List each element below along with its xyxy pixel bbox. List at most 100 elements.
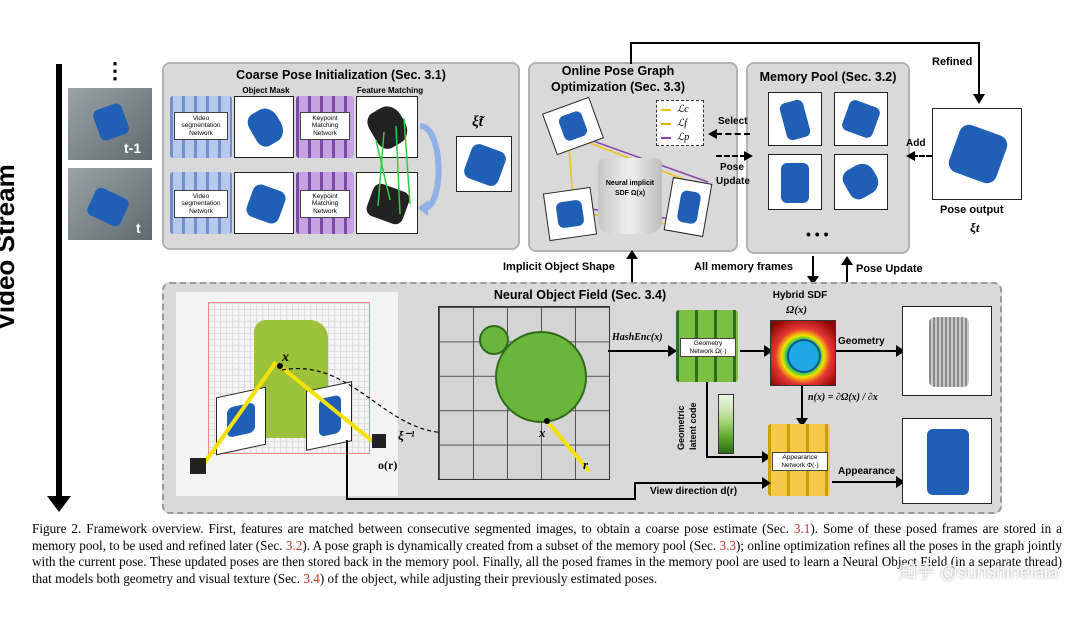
sdf-blob <box>495 331 587 423</box>
hash-grid: x r <box>438 306 610 480</box>
pose-object <box>839 159 883 203</box>
legend-swatch <box>661 109 671 111</box>
legend-row-f: ℒf <box>661 118 701 130</box>
video-frame-t: t <box>68 168 152 240</box>
caption-ref[interactable]: 3.2 <box>285 537 303 553</box>
neural-sdf-label-1: Neural implicit <box>605 180 655 187</box>
keypoint-network-label: Keypoint Matching Network <box>300 190 350 218</box>
appearance-network-label-2: Network Φ(·) <box>772 461 828 471</box>
view-direction-line-up <box>634 482 636 500</box>
select-label: Select <box>718 116 748 127</box>
view-direction-line-h2 <box>634 482 764 484</box>
xi-inverse-label: ξ⁻¹ <box>398 428 415 443</box>
video-stream-arrowhead <box>47 496 71 512</box>
caption-text: Figure 2. Framework overview. First, fea… <box>32 521 794 536</box>
appearance-render <box>902 418 992 504</box>
seg-network-label: Video segmentation Network <box>174 112 228 140</box>
legend-row-c: ℒc <box>661 104 701 116</box>
all-frames-arrow <box>812 256 814 278</box>
pose-update-up-arrow <box>846 262 848 282</box>
pose-output-frame <box>932 108 1022 200</box>
all-frames-arrowhead <box>807 276 819 285</box>
feature-matching-label: Feature Matching <box>356 86 424 95</box>
view-direction-line-down <box>346 440 348 500</box>
object-mask-label: Object Mask <box>242 86 290 95</box>
pose-object <box>781 163 809 203</box>
add-arrowhead <box>906 151 915 161</box>
legend-swatch <box>661 137 671 139</box>
figure-caption: Figure 2. Framework overview. First, fea… <box>32 521 1062 587</box>
video-frame-t-minus-1: t-1 <box>68 88 152 160</box>
graph-node-left <box>542 186 598 242</box>
latent-code-label-2: latent code <box>688 402 698 450</box>
caption-ref[interactable]: 3.1 <box>793 521 811 536</box>
loss-legend: ℒc ℒf ℒp <box>656 100 704 146</box>
legend-label: ℒp <box>677 132 690 143</box>
hashenc-label: HashEnc(x) <box>612 332 663 343</box>
coarse-loop-arrow <box>418 123 442 216</box>
pose-object <box>557 109 589 143</box>
geometry-render <box>902 306 992 396</box>
pose-object <box>676 189 702 225</box>
feature-image-bottom <box>356 172 418 234</box>
grid-r-label: r <box>583 457 589 472</box>
geo-to-sdf-arrowhead <box>764 345 773 357</box>
pose-update-up-arrowhead <box>841 256 853 265</box>
caption-ref[interactable]: 3.4 <box>303 570 320 586</box>
hybrid-sdf-omega: Ω(x) <box>786 304 808 316</box>
view-direction-line <box>346 498 636 500</box>
pose-object <box>778 98 812 142</box>
frame-object <box>85 185 131 229</box>
latent-to-app-line-h <box>706 456 764 458</box>
geometry-network-label-2: Network Ω(·) <box>680 347 736 357</box>
app-to-render-arrow <box>832 481 898 483</box>
sdf-zero-level <box>787 339 821 373</box>
memory-frame-4 <box>834 154 888 210</box>
grid-x-label: x <box>539 425 546 440</box>
pose-update-label-2: Update <box>716 176 750 187</box>
mesh-render <box>929 317 969 387</box>
view-direction-arrowhead <box>762 477 771 489</box>
pose-graph-title-1: Online Pose Graph <box>561 64 675 78</box>
watermark: 知乎 @sunshinelala <box>898 562 1058 582</box>
memory-ellipsis: • • • <box>806 226 829 242</box>
caption-ref[interactable]: 3.3 <box>719 537 736 553</box>
video-stream-label: Video Stream <box>0 164 20 330</box>
refined-label: Refined <box>932 56 973 68</box>
latent-to-app-arrowhead <box>762 451 771 463</box>
xi-t-label: ξt <box>970 220 980 235</box>
neural-sdf-label-2: SDF Ω(x) <box>614 190 646 197</box>
hashenc-arrow <box>608 350 670 352</box>
pose-update-bottom-label: Pose Update <box>856 263 923 275</box>
add-label: Add <box>906 138 926 149</box>
neural-field-title: Neural Object Field (Sec. 3.4) <box>493 288 667 302</box>
neural-sdf-mug <box>598 158 662 234</box>
select-arrowhead <box>708 129 717 139</box>
select-arrow <box>716 133 750 135</box>
geo-to-sdf-arrow <box>740 350 766 352</box>
pose-graph-title-2: Optimization (Sec. 3.3) <box>550 80 686 94</box>
refined-line-up <box>630 42 632 64</box>
seg-network-label: Video segmentation Network <box>174 190 228 218</box>
sdf-to-geometry-arrow <box>836 350 898 352</box>
view-direction-label: View direction d(r) <box>650 486 738 497</box>
implicit-shape-arrow <box>631 256 633 282</box>
caption-text: ); online optimization refines all the p… <box>32 537 1063 586</box>
mask-image-top <box>234 96 294 158</box>
implicit-shape-label: Implicit Object Shape <box>503 261 615 273</box>
sdf-to-geometry-arrowhead <box>896 345 905 357</box>
caption-text: ). A pose graph is dynamically created f… <box>302 537 720 553</box>
caption-text: ) of the object, while adjusting their p… <box>319 570 658 586</box>
coarse-pose-output <box>456 136 512 192</box>
hashenc-arrowhead <box>668 345 677 357</box>
legend-row-p: ℒp <box>661 132 701 144</box>
sdf-to-app-arrow <box>801 386 803 420</box>
camera-rays <box>196 360 378 474</box>
video-stream-axis <box>56 64 62 500</box>
legend-swatch <box>661 123 671 125</box>
frame-object <box>91 101 131 143</box>
add-arrow <box>912 155 932 157</box>
memory-frame-3 <box>768 154 822 210</box>
refined-line-down <box>978 42 980 96</box>
all-frames-label: All memory frames <box>694 261 794 273</box>
